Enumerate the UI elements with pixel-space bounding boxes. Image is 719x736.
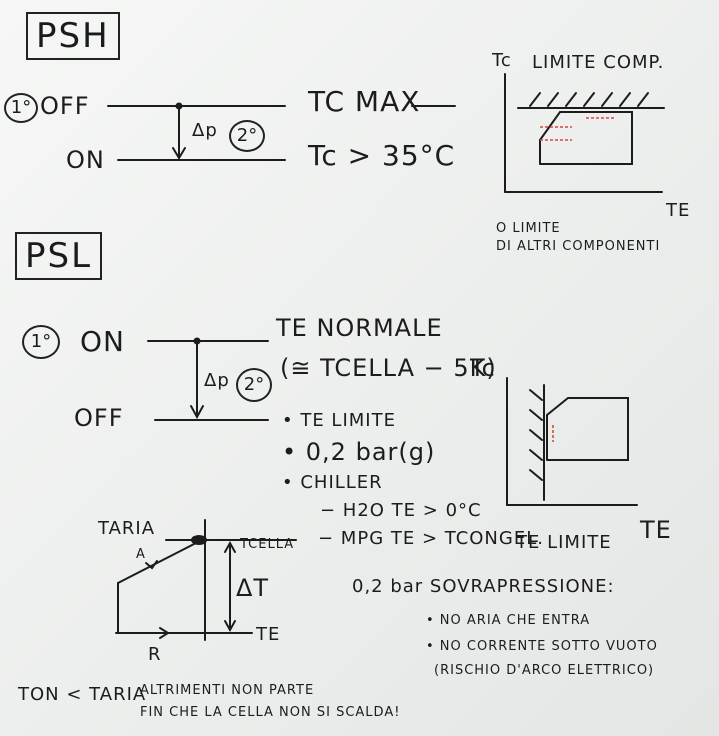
diagram-delta-t: ΔT (236, 574, 270, 602)
psh-graph-title: LIMITE COMP. (532, 52, 665, 73)
overpressure-item1: • NO ARIA CHE ENTRA (426, 613, 591, 628)
psh-step2-marker: 2° (229, 120, 265, 152)
diagram-label-r: R (148, 644, 162, 665)
psh-delta-p: Δp (192, 120, 218, 141)
diagram-t-e: TE (256, 624, 281, 645)
psl-off-label: OFF (74, 404, 124, 432)
psl-step1-marker: 1° (22, 325, 60, 359)
psl-graph-te: TE (640, 516, 672, 544)
footer-line2: FIN CHE LA CELLA NON SI SCALDA! (140, 705, 401, 720)
psl-bullet-chiller: • CHILLER (282, 472, 383, 493)
psh-title-box: PSH (26, 12, 120, 60)
psl-approx: (≅ TCELLA − 5K) (280, 354, 497, 382)
overpressure-item3: (RISCHIO D'ARCO ELETTRICO) (434, 663, 655, 678)
psh-title: PSH (36, 16, 110, 56)
psh-step1-marker: 1° (4, 93, 38, 123)
overpressure-item2: • NO CORRENTE SOTTO VUOTO (426, 639, 658, 654)
psh-graph-tc: Tc (492, 50, 512, 71)
psl-title-box: PSL (15, 232, 103, 280)
psh-graph-te: TE (666, 200, 691, 221)
psh-note-line1: O LIMITE (496, 221, 561, 236)
diagram-label-a: A (136, 547, 146, 562)
diagram-t-aria: TARIA (98, 518, 156, 539)
psl-on-label: ON (80, 325, 125, 358)
footer-ton-taria: TON < TARIA (18, 684, 147, 705)
psh-tc-max: TC MAX (308, 85, 421, 118)
psh-on-label: ON (66, 146, 105, 174)
psh-off-label: OFF (40, 92, 90, 120)
psl-title: PSL (25, 236, 93, 276)
psl-chiller-mpg: − MPG TE > TCONGEL. (318, 528, 544, 549)
psh-tc-condition: Tc > 35°C (308, 139, 456, 172)
overpressure-title: 0,2 bar SOVRAPRESSIONE: (352, 576, 615, 597)
psl-delta-p: Δp (204, 370, 230, 391)
psl-bullet-bar: • 0,2 bar(g) (282, 438, 436, 466)
psl-graph-tc: Tc (470, 354, 496, 382)
psh-note-line2: DI ALTRI COMPONENTI (496, 239, 661, 254)
psl-te-normale: TE NORMALE (276, 314, 443, 342)
psl-bullet-te-limite: • TE LIMITE (282, 410, 396, 431)
psl-graph-te-limite: TE LIMITE (516, 532, 612, 553)
footer-line1: ALTRIMENTI NON PARTE (140, 683, 315, 698)
psl-chiller-h2o: − H2O TE > 0°C (320, 500, 482, 521)
diagram-t-cella: TCELLA (240, 537, 295, 552)
psl-step2-marker: 2° (236, 368, 272, 402)
